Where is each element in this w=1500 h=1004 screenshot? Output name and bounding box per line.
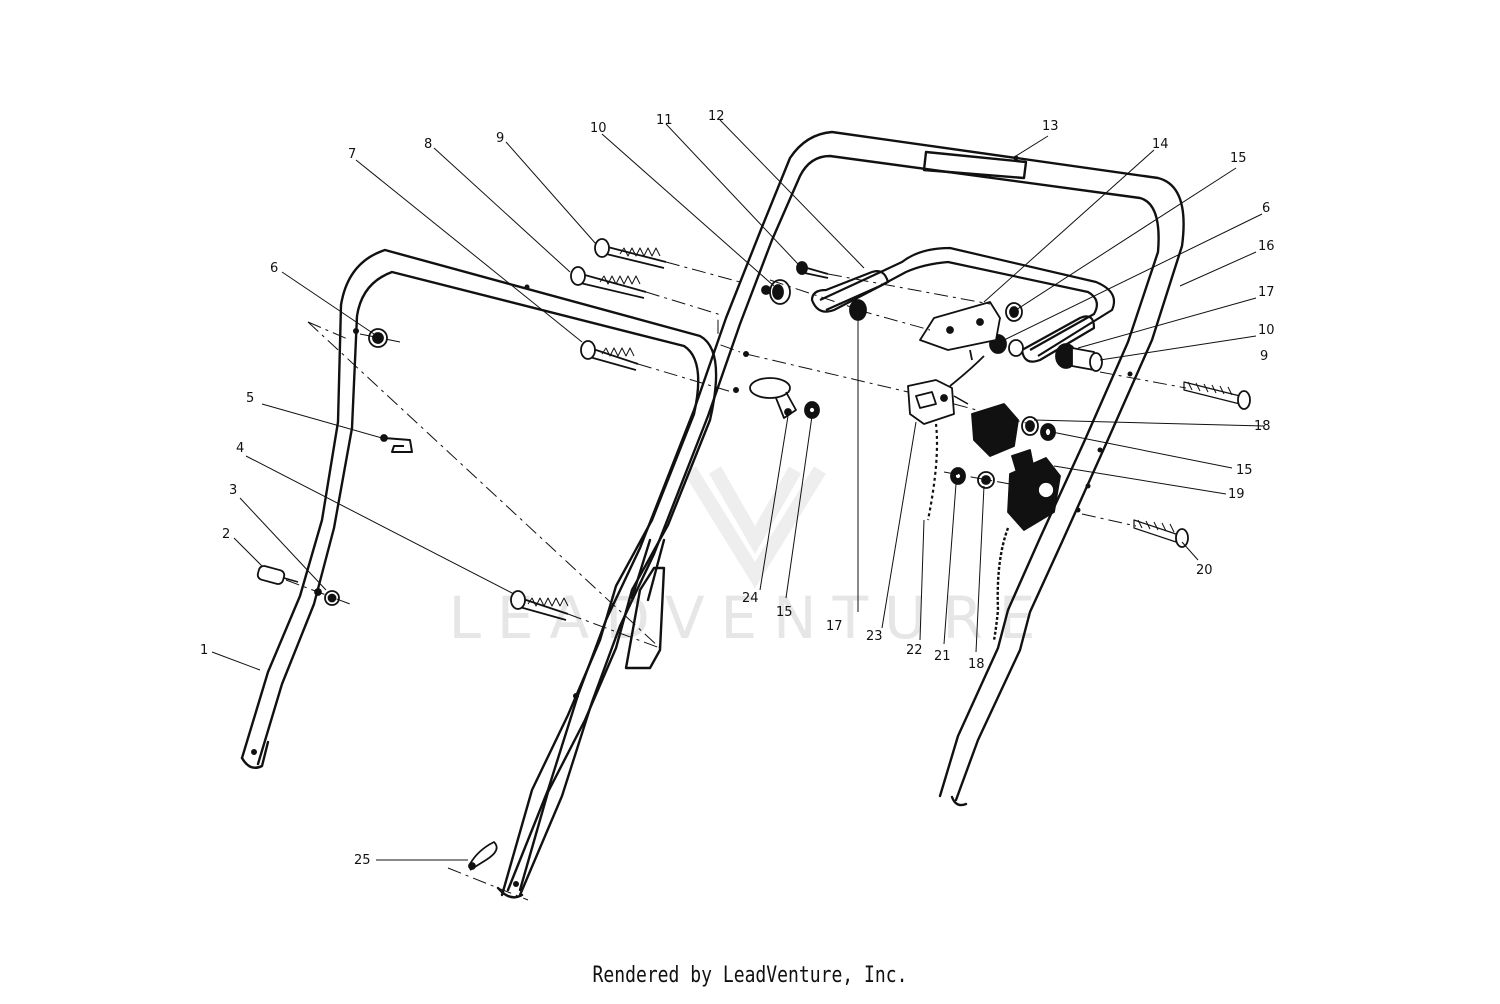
callout-12: 12 [708, 109, 725, 124]
wire-22 [926, 423, 939, 521]
spacer-10-left [761, 279, 791, 305]
nut-6-left [368, 328, 388, 348]
bolt-2 [256, 565, 299, 585]
hairpin-25 [468, 841, 498, 871]
callout-15b: 15 [1236, 463, 1253, 478]
cable-guide-24 [749, 377, 797, 419]
bolt-4 [510, 590, 569, 621]
callout-1: 1 [200, 643, 208, 658]
callout-5: 5 [246, 391, 254, 406]
nut-15-mid [1040, 423, 1056, 441]
switch-23 [907, 379, 969, 425]
upper-handle [506, 130, 1185, 897]
bolt-11 [796, 261, 829, 279]
callout-18b: 18 [968, 657, 985, 672]
callout-15c: 15 [776, 605, 793, 620]
callout-10: 10 [590, 121, 607, 136]
callout-labels: 1 2 3 4 5 6 7 8 9 10 11 12 13 14 15 6 16… [200, 109, 1275, 868]
callout-19: 19 [1228, 487, 1245, 502]
callout-16: 16 [1258, 239, 1275, 254]
callout-7: 7 [348, 147, 356, 162]
nut-15-left [804, 401, 820, 419]
callout-2: 2 [222, 527, 230, 542]
switch-box-18 [971, 403, 1019, 457]
bolt-7 [580, 340, 639, 371]
callout-11: 11 [656, 113, 673, 128]
callout-4: 4 [236, 441, 244, 456]
cable [992, 527, 1010, 641]
nut-15-top [1005, 302, 1023, 322]
washer-18-bottom [977, 471, 995, 489]
callout-6b: 6 [1262, 201, 1270, 216]
assembly-lines [285, 261, 1187, 901]
nut-21 [950, 467, 966, 485]
callout-24: 24 [742, 591, 759, 606]
callout-8: 8 [424, 137, 432, 152]
watermark: LEADVENTURE [449, 466, 1052, 652]
bolt-9-upper [594, 238, 667, 269]
callout-25: 25 [354, 853, 371, 868]
callout-9: 9 [496, 131, 504, 146]
callout-17b: 17 [826, 619, 843, 634]
control-bail [810, 246, 1116, 363]
bracket-14 [919, 301, 1001, 361]
clip-5 [380, 434, 413, 453]
callout-6: 6 [270, 261, 278, 276]
washer-18-top [1021, 416, 1039, 436]
callout-22: 22 [906, 643, 923, 658]
footer-credit: Rendered by LeadVenture, Inc. [592, 963, 908, 988]
lower-handle [240, 248, 718, 899]
throttle-control-19 [1007, 449, 1061, 531]
callout-17: 17 [1258, 285, 1275, 300]
callout-3: 3 [229, 483, 237, 498]
callout-20: 20 [1196, 563, 1213, 578]
upper-handle-holes [733, 155, 1133, 513]
callout-23: 23 [866, 629, 883, 644]
spacer-10-right [1055, 343, 1103, 372]
bolt-20 [1133, 519, 1189, 548]
callout-10b: 10 [1258, 323, 1275, 338]
callout-14: 14 [1152, 137, 1169, 152]
callout-13: 13 [1042, 119, 1059, 134]
nut-3 [314, 588, 340, 606]
bolt-8 [570, 266, 647, 299]
bolt-9-lower [1183, 381, 1251, 410]
callout-21: 21 [934, 649, 951, 664]
leader-lines [211, 119, 1265, 861]
hardware [256, 238, 1251, 871]
callout-18: 18 [1254, 419, 1271, 434]
callout-15: 15 [1230, 151, 1247, 166]
watermark-text: LEADVENTURE [449, 584, 1052, 652]
callout-9b: 9 [1260, 349, 1268, 364]
